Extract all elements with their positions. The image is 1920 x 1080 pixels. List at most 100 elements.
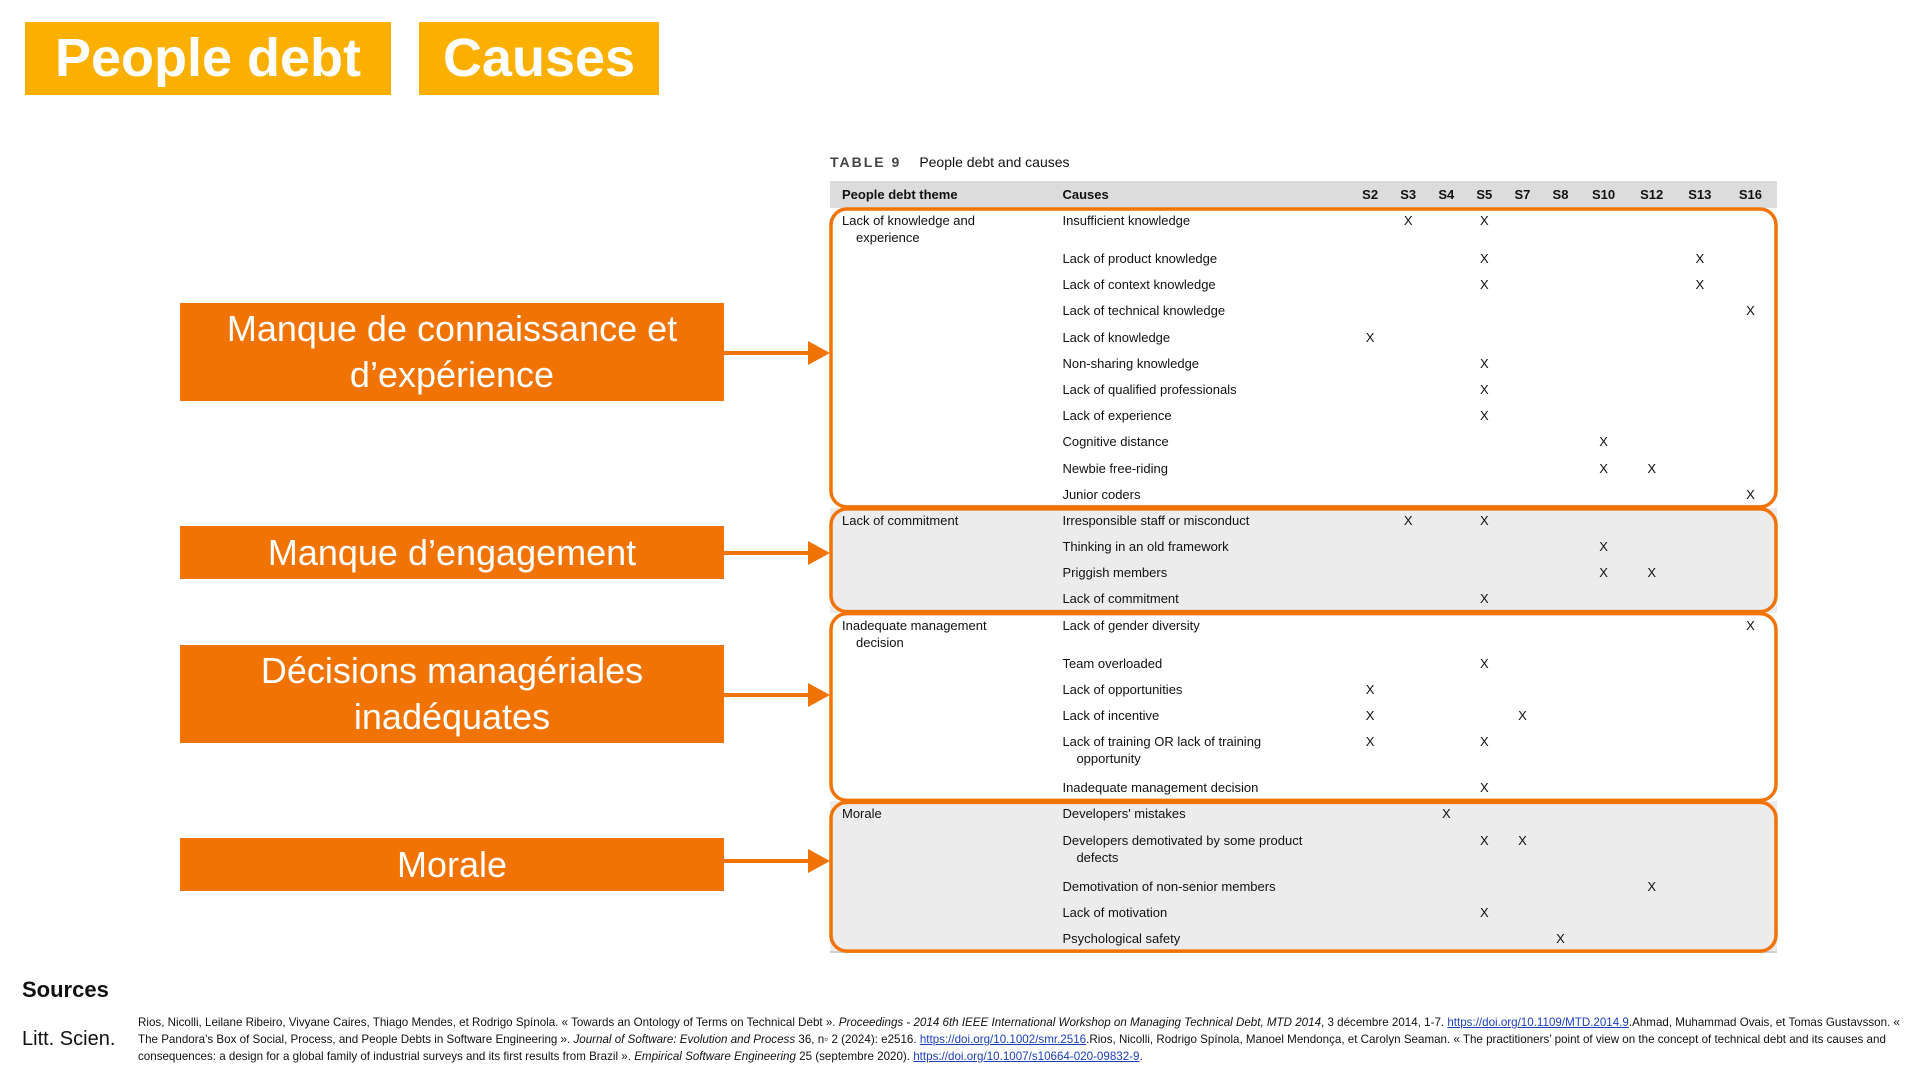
cause-label: Lack of technical knowledge [1062, 303, 1226, 319]
study-mark [1427, 899, 1466, 926]
study-mark [1503, 403, 1541, 429]
study-mark [1427, 586, 1466, 613]
reference-entry: Rios, Nicolli, Leilane Ribeiro, Vivyane … [138, 1016, 1632, 1029]
study-mark [1724, 208, 1777, 246]
study-mark: X [1599, 434, 1608, 450]
study-mark: X [1480, 251, 1489, 266]
study-mark [1389, 560, 1428, 587]
reference-doi-link[interactable]: https://doi.org/10.1007/s10664-020-09832… [913, 1050, 1140, 1063]
cause-label: Non-sharing knowledge [1062, 355, 1200, 371]
reference-doi-link[interactable]: https://doi.org/10.1109/MTD.2014.9 [1447, 1016, 1629, 1029]
study-mark [1676, 613, 1724, 651]
reference-authors: Rios, Nicolli, Leilane Ribeiro, Vivyane … [138, 1016, 839, 1029]
theme-label: Morale [842, 806, 882, 822]
study-mark [1541, 613, 1579, 651]
study-mark [1389, 703, 1427, 729]
study-mark [1427, 507, 1466, 535]
study-mark [1351, 775, 1389, 801]
study-mark [1389, 801, 1428, 828]
study-mark [1579, 899, 1628, 926]
reference-doi-link[interactable]: https://doi.org/10.1002/smr.2516 [919, 1033, 1087, 1046]
study-mark [1389, 925, 1428, 954]
study-mark [1427, 325, 1465, 351]
study-mark [1541, 560, 1580, 587]
study-mark [1351, 272, 1389, 298]
study-mark [1503, 325, 1541, 351]
cause-label: Lack of training OR lack of training [1062, 734, 1262, 750]
study-mark [1503, 298, 1541, 324]
study-mark [1465, 703, 1503, 729]
study-mark [1628, 351, 1676, 377]
study-mark [1389, 377, 1427, 403]
study-mark: X [1480, 734, 1489, 750]
study-mark [1427, 613, 1465, 651]
study-mark [1351, 403, 1389, 429]
title-people-debt: People debt [25, 22, 391, 95]
header-study: S16 [1723, 181, 1777, 208]
study-mark [1541, 482, 1579, 508]
study-mark [1465, 482, 1503, 508]
theme-cell [830, 677, 1050, 703]
cause-cell: Lack of qualified professionals [1050, 377, 1351, 403]
study-mark [1503, 456, 1541, 482]
study-mark [1676, 429, 1724, 455]
study-mark [1389, 482, 1427, 508]
study-mark [1628, 403, 1676, 429]
study-mark [1724, 403, 1777, 429]
study-mark: X [1746, 617, 1755, 633]
study-mark [1628, 482, 1676, 508]
cause-label: Lack of knowledge [1062, 329, 1171, 345]
study-mark [1628, 775, 1676, 801]
study-mark: X [1465, 827, 1504, 874]
theme-label: Lack of commitment [842, 512, 959, 528]
cause-label: Lack of experience [1062, 408, 1172, 424]
study-mark [1389, 351, 1427, 377]
theme-cell [830, 775, 1050, 801]
cause-cell: Lack of motivation [1050, 899, 1352, 926]
study-mark [1351, 377, 1389, 403]
study-mark [1427, 246, 1465, 272]
study-mark [1541, 677, 1579, 703]
study-mark: X [1465, 507, 1504, 535]
study-mark [1541, 651, 1579, 677]
study-mark [1627, 534, 1676, 561]
study-mark [1503, 429, 1541, 455]
study-mark [1724, 677, 1777, 703]
study-mark [1580, 325, 1628, 351]
study-mark [1628, 208, 1676, 246]
study-mark [1465, 873, 1504, 900]
header-study: S8 [1541, 181, 1580, 208]
study-mark [1389, 677, 1427, 703]
study-mark [1724, 775, 1777, 801]
arrow-right-icon [724, 683, 830, 707]
study-mark [1580, 351, 1628, 377]
study-mark [1351, 560, 1390, 587]
study-mark [1580, 677, 1628, 703]
study-mark [1579, 827, 1628, 874]
study-mark [1427, 403, 1465, 429]
study-mark [1675, 801, 1724, 828]
study-mark [1503, 482, 1541, 508]
study-mark: X [1746, 303, 1755, 319]
study-mark [1628, 651, 1676, 677]
study-mark [1580, 272, 1628, 298]
study-mark [1627, 507, 1676, 535]
theme-cell [830, 925, 1051, 954]
theme-cell [830, 246, 1050, 272]
cause-cell: Lack of commitment [1050, 586, 1352, 613]
study-mark [1628, 325, 1676, 351]
study-mark [1627, 899, 1676, 926]
header-causes: Causes [1050, 181, 1352, 208]
study-mark [1503, 560, 1542, 587]
